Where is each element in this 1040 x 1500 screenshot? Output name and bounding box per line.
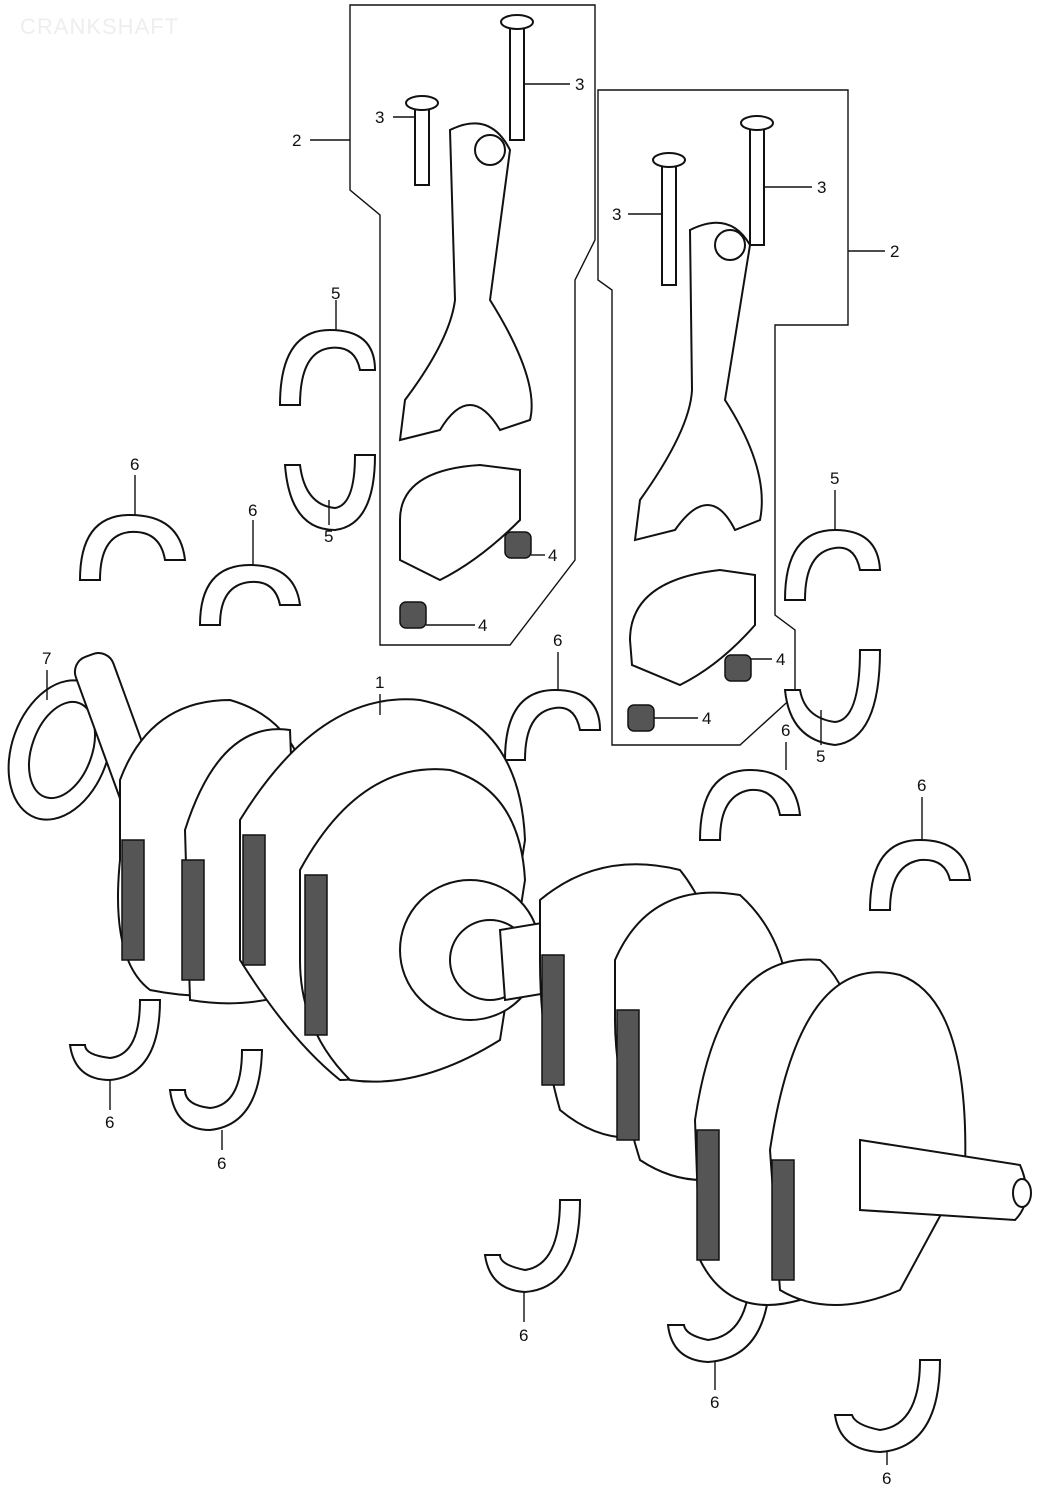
callout-5: 5 [830, 469, 839, 488]
callout-5: 5 [331, 284, 340, 303]
diagram-title-watermark: CRANKSHAFT [20, 14, 180, 39]
callout-6: 6 [882, 1469, 891, 1488]
callout-7: 7 [42, 649, 51, 668]
callout-3: 3 [575, 75, 584, 94]
callout-4: 4 [776, 650, 785, 669]
callout-2-left: 2 [292, 131, 301, 150]
conrod-assembly-left [398, 14, 534, 629]
callout-4: 4 [548, 546, 557, 565]
callout-6: 6 [519, 1326, 528, 1345]
leader-lines [46, 83, 923, 1465]
callout-3: 3 [612, 205, 621, 224]
callout-5: 5 [816, 747, 825, 766]
callout-labels: 2 3 3 5 5 6 6 4 4 7 1 3 3 2 5 6 4 4 6 5 … [42, 75, 926, 1488]
callout-6: 6 [781, 721, 790, 740]
callout-4: 4 [702, 709, 711, 728]
callout-6: 6 [105, 1113, 114, 1132]
callout-5: 5 [324, 527, 333, 546]
callout-6: 6 [217, 1154, 226, 1173]
conrod-group-box-left [349, 4, 596, 646]
callout-6: 6 [710, 1393, 719, 1412]
oil-seal [7, 679, 113, 821]
callout-4: 4 [478, 616, 487, 635]
conrod-group-box-right [597, 89, 849, 746]
conrod-assembly-right [627, 115, 774, 732]
crankshaft [73, 652, 1032, 1306]
callout-3: 3 [375, 108, 384, 127]
callout-6: 6 [248, 501, 257, 520]
bearing-shells [68, 328, 972, 1454]
callout-6: 6 [130, 455, 139, 474]
callout-6: 6 [553, 631, 562, 650]
callout-6: 6 [917, 776, 926, 795]
callout-3: 3 [817, 178, 826, 197]
callout-1: 1 [375, 673, 384, 692]
callout-2-right: 2 [890, 242, 899, 261]
